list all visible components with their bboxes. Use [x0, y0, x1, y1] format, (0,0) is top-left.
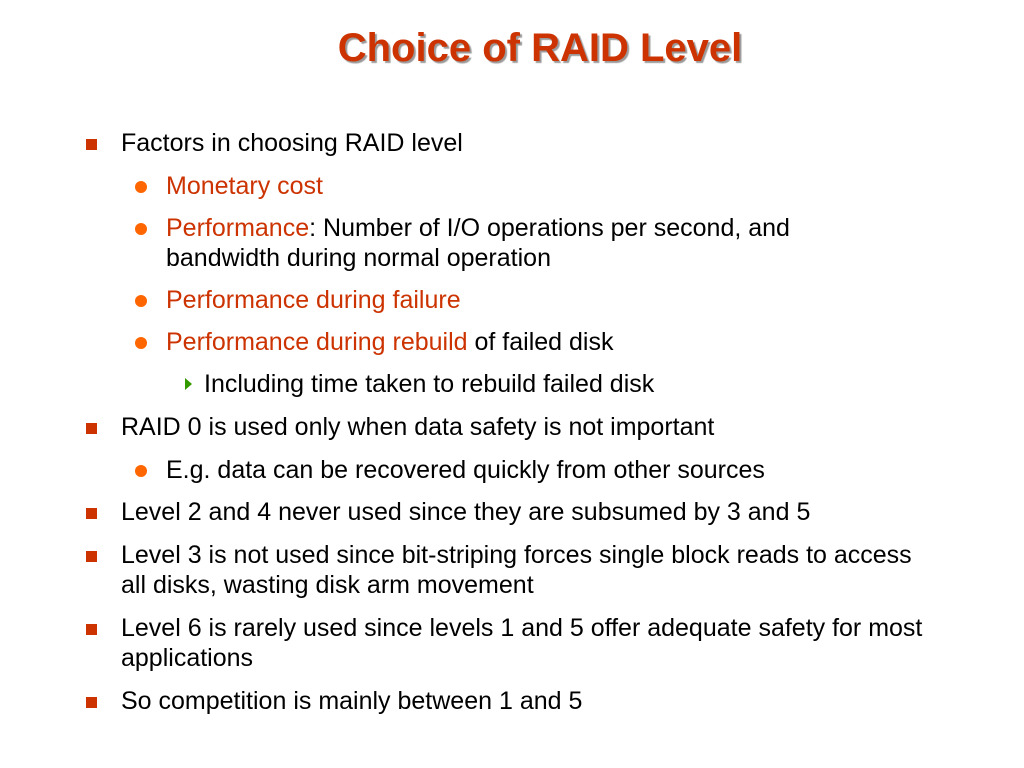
square-bullet-icon — [86, 423, 97, 434]
sub-bullet-item: Performance: Number of I/O operations pe… — [0, 213, 1024, 273]
bullet-text: Including time taken to rebuild failed d… — [204, 370, 655, 398]
bullet-item: Level 6 is rarely used since levels 1 an… — [0, 613, 1024, 673]
bullet-text: of failed disk — [467, 328, 614, 356]
circle-bullet-icon — [135, 223, 147, 235]
bullet-text: Level 6 is rarely used since levels 1 an… — [121, 614, 923, 672]
bullet-text: Factors in choosing RAID level — [121, 129, 463, 157]
square-bullet-icon — [86, 624, 97, 635]
bullet-item: Level 3 is not used since bit-striping f… — [0, 540, 1024, 600]
bullet-item: RAID 0 is used only when data safety is … — [0, 412, 1024, 442]
bullet-text: Level 3 is not used since bit-striping f… — [121, 541, 912, 599]
circle-bullet-icon — [135, 295, 147, 307]
circle-bullet-icon — [135, 465, 147, 477]
highlight-text: Performance during failure — [166, 286, 461, 314]
bullet-text: E.g. data can be recovered quickly from … — [166, 456, 765, 484]
sub-bullet-item: Performance during rebuild of failed dis… — [0, 327, 1024, 357]
sub-bullet-item: Monetary cost — [0, 171, 1024, 201]
bullet-item: Factors in choosing RAID level — [0, 128, 1024, 158]
circle-bullet-icon — [135, 337, 147, 349]
square-bullet-icon — [86, 139, 97, 150]
bullet-text: RAID 0 is used only when data safety is … — [121, 413, 715, 441]
triangle-bullet-icon — [185, 378, 192, 390]
slide-title: Choice of RAID Level — [337, 26, 743, 70]
bullet-item: So competition is mainly between 1 and 5 — [0, 686, 1024, 716]
square-bullet-icon — [86, 697, 97, 708]
bullet-text: Level 2 and 4 never used since they are … — [121, 498, 811, 526]
square-bullet-icon — [86, 508, 97, 519]
bullet-item: Level 2 and 4 never used since they are … — [0, 497, 1024, 527]
sub-sub-bullet-item: Including time taken to rebuild failed d… — [0, 369, 1024, 399]
bullet-text: So competition is mainly between 1 and 5 — [121, 687, 583, 715]
sub-bullet-item: E.g. data can be recovered quickly from … — [0, 455, 1024, 485]
bullet-text: : Number of I/O operations per second, a… — [166, 214, 790, 272]
highlight-text: Performance — [166, 214, 310, 242]
circle-bullet-icon — [135, 181, 147, 193]
sub-bullet-item: Performance during failure — [0, 285, 1024, 315]
highlight-text: Performance during rebuild — [166, 328, 468, 356]
highlight-text: Monetary cost — [166, 172, 324, 200]
square-bullet-icon — [86, 551, 97, 562]
bullet-list: Factors in choosing RAID level Monetary … — [0, 128, 1024, 729]
